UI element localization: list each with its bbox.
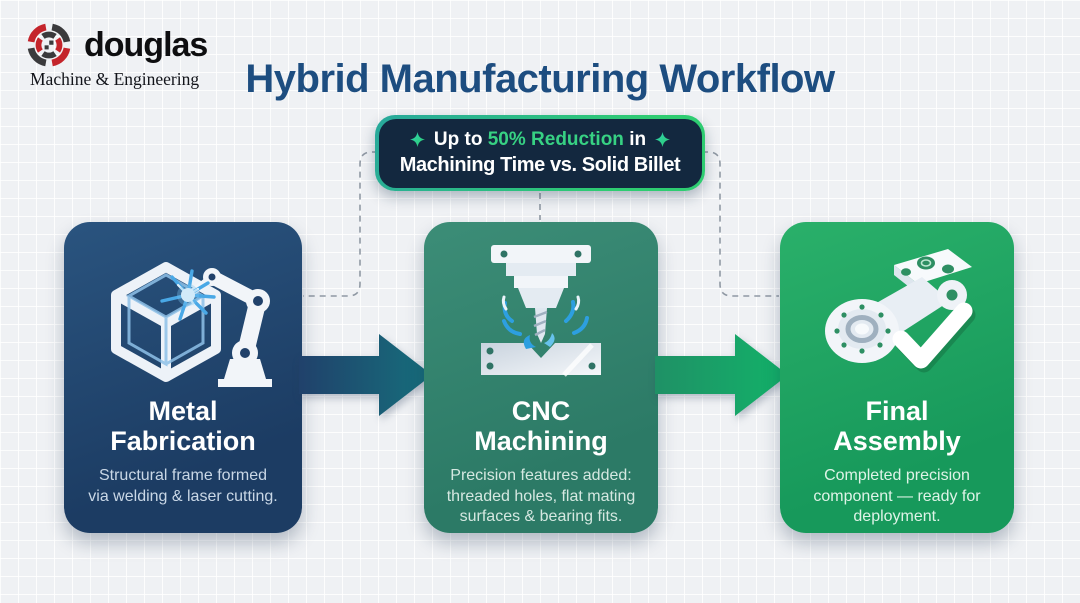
four-point-star-icon: [409, 131, 425, 147]
card-description: Precision features added: threaded holes…: [446, 467, 636, 526]
brand-tagline: Machine & Engineering: [30, 69, 200, 89]
step-card-cnc-machining: CNC Machining Precision features added: …: [424, 222, 658, 533]
brand-name: douglas: [84, 25, 208, 64]
badge-text-1: Up to 50% Reduction in: [433, 128, 647, 150]
four-point-star-icon: [655, 131, 671, 147]
cnc-mill-spindle-icon: [481, 245, 601, 377]
page-title: Hybrid Manufacturing Workflow: [245, 56, 835, 101]
badge-line-2: Machining Time vs. Solid Billet: [399, 153, 681, 176]
chuck-gear-icon: [27, 23, 71, 67]
card-title: Final Assembly: [833, 396, 961, 457]
flow-arrow-right: [299, 334, 432, 416]
step-card-final-assembly: Final Assembly Completed precision compo…: [780, 222, 1014, 533]
card-title: Metal Fabrication: [110, 396, 256, 457]
flow-arrow-right: [655, 334, 788, 416]
step-card-metal-fabrication: Metal Fabrication Structural frame forme…: [64, 222, 302, 533]
badge-line-1: Up to 50% Reduction in: [381, 127, 700, 152]
logo: douglas Machine & Engineering: [26, 22, 226, 90]
card-description: Structural frame formed via welding & la…: [88, 467, 278, 505]
benefit-badge: Up to 50% Reduction in Machining Time vs…: [375, 115, 705, 192]
card-description: Completed precision component — ready fo…: [813, 467, 981, 526]
welding-robot-frame-icon: [111, 262, 272, 387]
machined-part-check-icon: [825, 249, 976, 373]
badge-highlight: 50% Reduction: [487, 128, 624, 150]
card-title: CNC Machining: [474, 396, 608, 457]
